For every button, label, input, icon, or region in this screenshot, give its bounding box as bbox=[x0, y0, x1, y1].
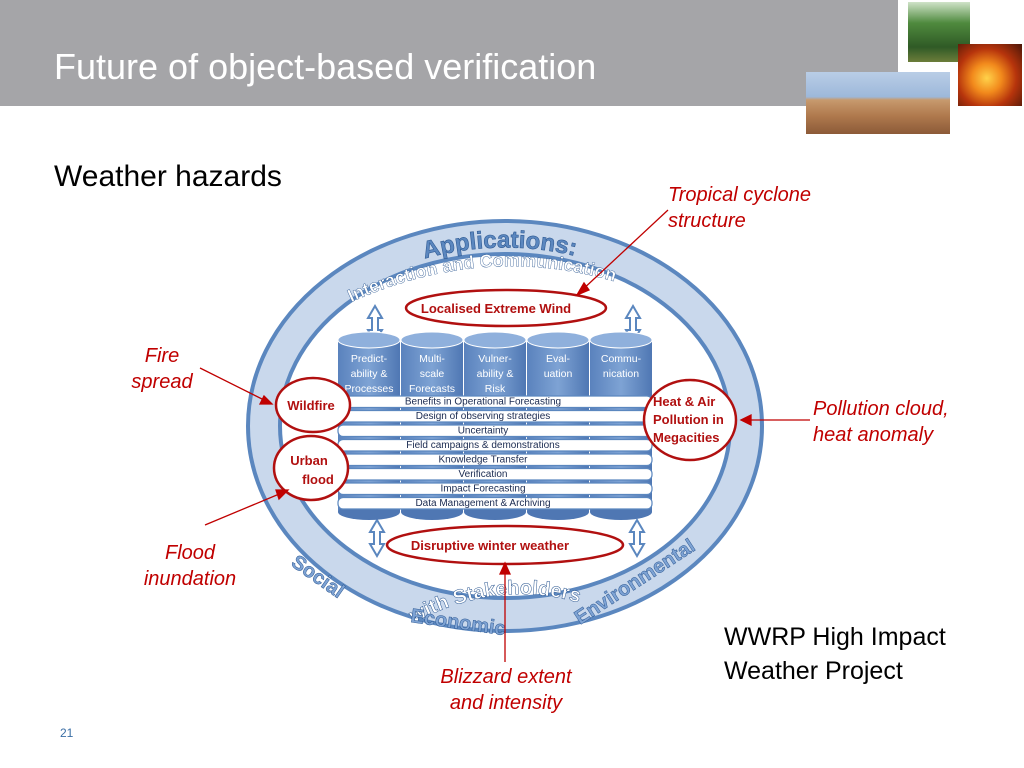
note-flood: Flood inundation bbox=[143, 542, 237, 590]
double-arrow-bottom-left-icon bbox=[368, 518, 386, 558]
layer-7: Impact Forecasting bbox=[337, 482, 653, 496]
note-tropical: Tropical cyclone structure bbox=[668, 184, 812, 232]
arrow-flood-head bbox=[275, 489, 290, 501]
cylinder-label: Multi- bbox=[419, 353, 445, 365]
hazard-urban-label-2: flood bbox=[302, 472, 334, 487]
hazard-wind-label: Localised Extreme Wind bbox=[421, 301, 571, 316]
layer-label: Benefits in Operational Forecasting bbox=[405, 397, 561, 408]
cylinder-label: Risk bbox=[485, 383, 506, 395]
arrow-fire bbox=[199, 367, 269, 403]
layer-stack: Benefits in Operational ForecastingDesig… bbox=[337, 395, 653, 510]
cylinder-top bbox=[589, 331, 653, 349]
fire-photo bbox=[958, 44, 1022, 106]
hazard-oval-wind bbox=[404, 288, 608, 328]
cylinder-label: scale bbox=[420, 368, 445, 380]
cylinder-label: Eval- bbox=[546, 353, 570, 365]
arrow-flood bbox=[204, 491, 285, 526]
cylinder-top bbox=[526, 331, 590, 349]
cylinder-label: uation bbox=[544, 368, 573, 380]
layer-label: Field campaigns & demonstrations bbox=[406, 440, 559, 451]
project-label: WWRP High Impact Weather Project bbox=[724, 623, 946, 685]
hazard-urban-label-1: Urban bbox=[290, 453, 328, 468]
cylinder-label: Processes bbox=[344, 383, 393, 395]
arrow-blizzard-head bbox=[498, 561, 512, 575]
hazard-heat-label-3: Megacities bbox=[653, 430, 719, 445]
arrow-tropical bbox=[579, 209, 669, 293]
cylinder-label: Commu- bbox=[601, 353, 642, 365]
cylinder-label: nication bbox=[603, 368, 639, 380]
layer-label: Uncertainty bbox=[458, 426, 509, 437]
arrow-fire-head bbox=[258, 394, 274, 405]
layer-8: Data Management & Archiving bbox=[337, 496, 653, 510]
cylinder-top bbox=[337, 331, 401, 349]
hazard-oval-wildfire bbox=[274, 376, 352, 434]
cylinder-label: ability & bbox=[351, 368, 388, 380]
hazard-oval-urban bbox=[272, 434, 350, 502]
cylinder-label: Vulner- bbox=[478, 353, 512, 365]
layer-label: Data Management & Archiving bbox=[415, 498, 550, 509]
layer-5: Knowledge Transfer bbox=[337, 453, 653, 467]
layer-2: Design of observing strategies bbox=[337, 409, 653, 423]
arrow-pollution-head bbox=[739, 413, 752, 427]
note-fire: Fire spread bbox=[131, 345, 193, 393]
cylinder-top bbox=[463, 331, 527, 349]
hazard-wildfire-label: Wildfire bbox=[287, 398, 335, 413]
layer-3: Uncertainty bbox=[337, 424, 653, 438]
slide-title: Future of object-based verification bbox=[54, 46, 597, 87]
note-pollution: Pollution cloud, heat anomaly bbox=[813, 398, 949, 446]
layer-band bbox=[337, 496, 653, 510]
double-arrow-bottom-right-icon bbox=[628, 518, 646, 558]
subtitle: Weather hazards bbox=[54, 160, 282, 193]
layer-label: Impact Forecasting bbox=[440, 484, 525, 495]
hazard-oval-heat bbox=[642, 378, 738, 462]
layer-label: Knowledge Transfer bbox=[439, 455, 529, 466]
layer-6: Verification bbox=[337, 467, 653, 481]
arrow-tropical-head bbox=[575, 281, 591, 297]
hazard-heat-label-1: Heat & Air bbox=[653, 394, 715, 409]
title-bar bbox=[0, 0, 898, 106]
layer-1: Benefits in Operational Forecasting bbox=[337, 395, 653, 409]
field-photo bbox=[806, 72, 950, 134]
hazard-winter-label: Disruptive winter weather bbox=[411, 538, 569, 553]
layer-4: Field campaigns & demonstrations bbox=[337, 438, 653, 452]
cylinder-label: Forecasts bbox=[409, 383, 455, 395]
layer-label: Verification bbox=[459, 469, 508, 480]
cylinder-top bbox=[400, 331, 464, 349]
page-number: 21 bbox=[60, 726, 74, 740]
cylinder-label: ability & bbox=[477, 368, 514, 380]
layer-label: Design of observing strategies bbox=[416, 411, 551, 422]
note-blizzard: Blizzard extent and intensity bbox=[440, 666, 572, 714]
hazard-heat-label-2: Pollution in bbox=[653, 412, 724, 427]
cylinder-label: Predict- bbox=[351, 353, 388, 365]
